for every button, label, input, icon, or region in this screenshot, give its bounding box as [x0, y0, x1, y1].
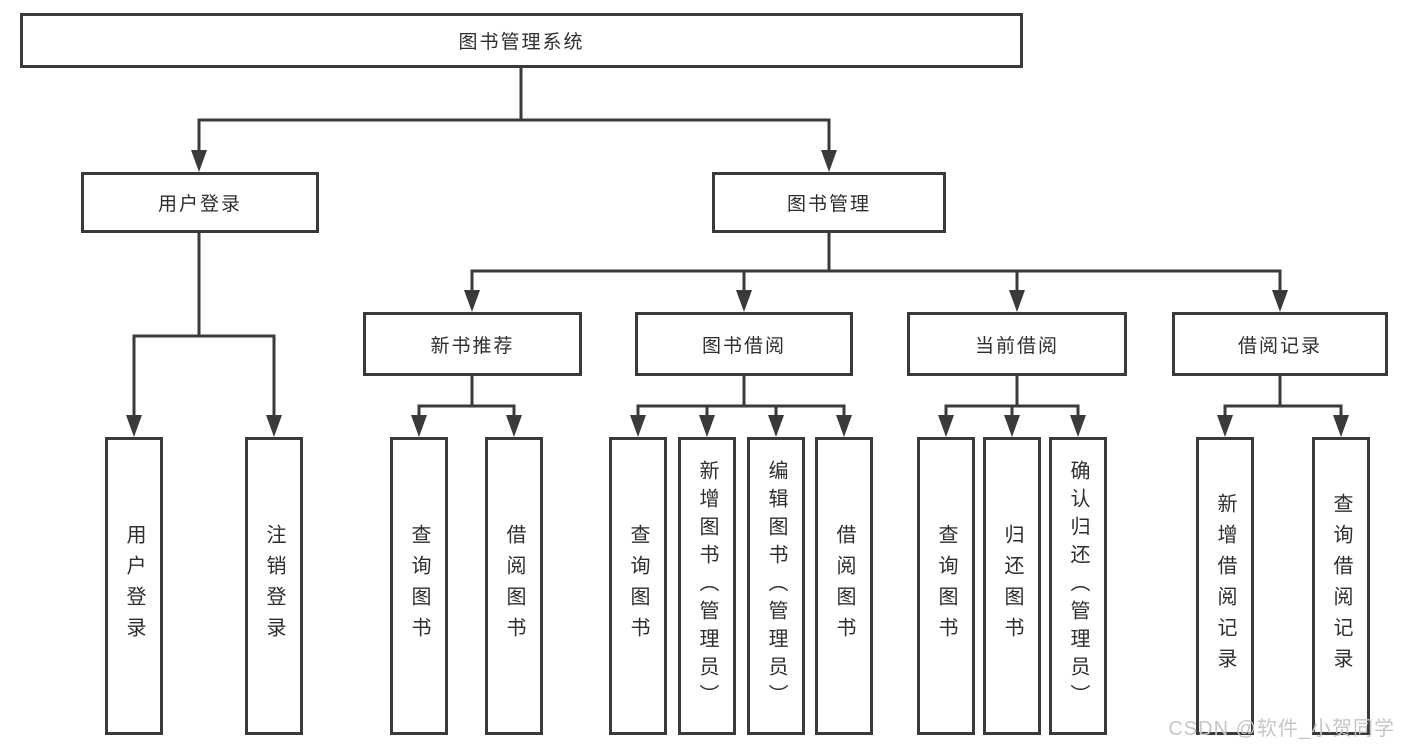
node-borrow-records: 借阅记录	[1172, 312, 1388, 376]
node-leaf-query-books-current: 查询图书	[917, 437, 975, 735]
node-leaf-user-login: 用户登录	[105, 437, 163, 735]
node-current-borrow: 当前借阅	[907, 312, 1127, 376]
node-leaf-return-book: 归还图书	[983, 437, 1041, 735]
node-leaf-add-book-admin: 新增图书（管理员）	[678, 437, 736, 735]
node-book-management: 图书管理	[712, 172, 946, 233]
node-leaf-query-books-borrow: 查询图书	[609, 437, 667, 735]
node-leaf-borrow-books: 借阅图书	[815, 437, 873, 735]
connector-lines	[132, 66, 1343, 422]
arrowheads	[126, 150, 1349, 437]
node-leaf-add-borrow-record: 新增借阅记录	[1196, 437, 1254, 735]
node-leaf-edit-book-admin: 编辑图书（管理员）	[747, 437, 805, 735]
node-book-borrow: 图书借阅	[635, 312, 853, 376]
node-leaf-query-books-recommend: 查询图书	[390, 437, 448, 735]
node-leaf-query-borrow-record: 查询借阅记录	[1312, 437, 1370, 735]
node-leaf-confirm-return-admin: 确认归还（管理员）	[1049, 437, 1107, 735]
csdn-watermark: CSDN @软件_小贺同学	[1168, 718, 1395, 740]
node-root-system: 图书管理系统	[20, 13, 1023, 68]
node-leaf-logout: 注销登录	[245, 437, 303, 735]
node-user-login: 用户登录	[81, 172, 319, 233]
node-leaf-borrow-books-recommend: 借阅图书	[485, 437, 543, 735]
node-new-book-recommend: 新书推荐	[363, 312, 582, 376]
